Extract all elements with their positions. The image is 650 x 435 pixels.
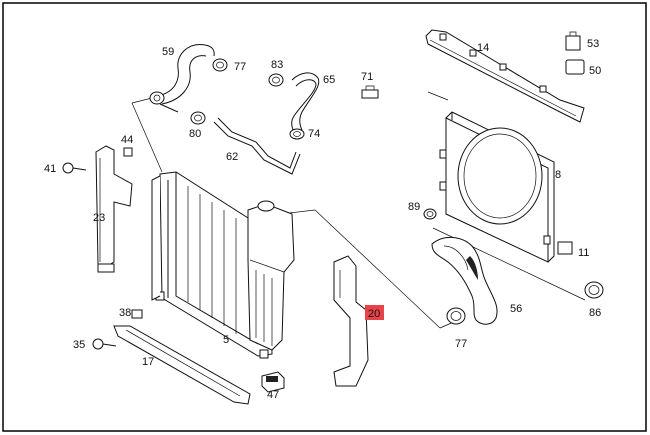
pipe-62 bbox=[213, 117, 301, 175]
radiator-5 bbox=[151, 171, 273, 359]
bracket-14 bbox=[425, 29, 585, 123]
clip-38 bbox=[131, 309, 143, 319]
bolt-35 bbox=[92, 338, 117, 350]
label-50[interactable]: 50 bbox=[589, 65, 601, 77]
clamp-77-bottom bbox=[446, 307, 466, 325]
label-86[interactable]: 86 bbox=[589, 307, 601, 319]
clamp-83 bbox=[268, 73, 284, 87]
label-74[interactable]: 74 bbox=[308, 128, 320, 140]
label-11[interactable]: 11 bbox=[578, 247, 589, 259]
label-71[interactable]: 71 bbox=[361, 71, 373, 83]
clamp-77-top bbox=[212, 58, 228, 72]
label-77-bottom[interactable]: 77 bbox=[455, 338, 467, 350]
label-23[interactable]: 23 bbox=[93, 212, 105, 224]
bracket-11 bbox=[557, 241, 573, 255]
clamp-89 bbox=[423, 208, 437, 220]
label-35[interactable]: 35 bbox=[73, 339, 85, 351]
label-80[interactable]: 80 bbox=[189, 128, 201, 140]
label-38[interactable]: 38 bbox=[119, 307, 131, 319]
label-14[interactable]: 14 bbox=[477, 42, 489, 54]
side-bracket-20 bbox=[333, 255, 369, 387]
mount-47 bbox=[261, 371, 285, 393]
label-5[interactable]: 5 bbox=[223, 334, 229, 346]
connector-71 bbox=[361, 85, 379, 99]
clamp-86 bbox=[584, 281, 604, 299]
highlight-box-20 bbox=[365, 305, 384, 320]
label-53[interactable]: 53 bbox=[587, 38, 599, 50]
expansion-tank bbox=[247, 200, 295, 351]
label-62[interactable]: 62 bbox=[226, 151, 238, 163]
fan-shroud-8 bbox=[439, 111, 555, 263]
hose-56 bbox=[431, 237, 498, 325]
label-83[interactable]: 83 bbox=[271, 59, 283, 71]
hose-65 bbox=[291, 72, 320, 133]
part-labels: 59 77 83 65 71 14 53 50 80 74 62 44 41 8… bbox=[44, 38, 601, 401]
bolt-41 bbox=[62, 162, 87, 174]
label-44[interactable]: 44 bbox=[121, 134, 133, 146]
label-56[interactable]: 56 bbox=[510, 303, 522, 315]
label-89[interactable]: 89 bbox=[408, 201, 420, 213]
side-bracket-23 bbox=[95, 145, 133, 273]
label-59[interactable]: 59 bbox=[162, 46, 174, 58]
pad-50 bbox=[565, 59, 585, 75]
label-20[interactable]: 20 bbox=[368, 308, 380, 320]
label-17[interactable]: 17 bbox=[142, 356, 154, 368]
lower-panel-17 bbox=[113, 325, 251, 405]
label-41[interactable]: 41 bbox=[44, 163, 56, 175]
clamp-74 bbox=[289, 128, 305, 140]
clip-44 bbox=[123, 147, 133, 157]
clamp-80 bbox=[190, 111, 206, 125]
label-65[interactable]: 65 bbox=[323, 74, 335, 86]
label-8[interactable]: 8 bbox=[555, 169, 561, 181]
hose-59 bbox=[149, 44, 215, 113]
clip-53 bbox=[565, 31, 581, 51]
label-47[interactable]: 47 bbox=[267, 389, 279, 401]
label-77-top[interactable]: 77 bbox=[234, 61, 246, 73]
